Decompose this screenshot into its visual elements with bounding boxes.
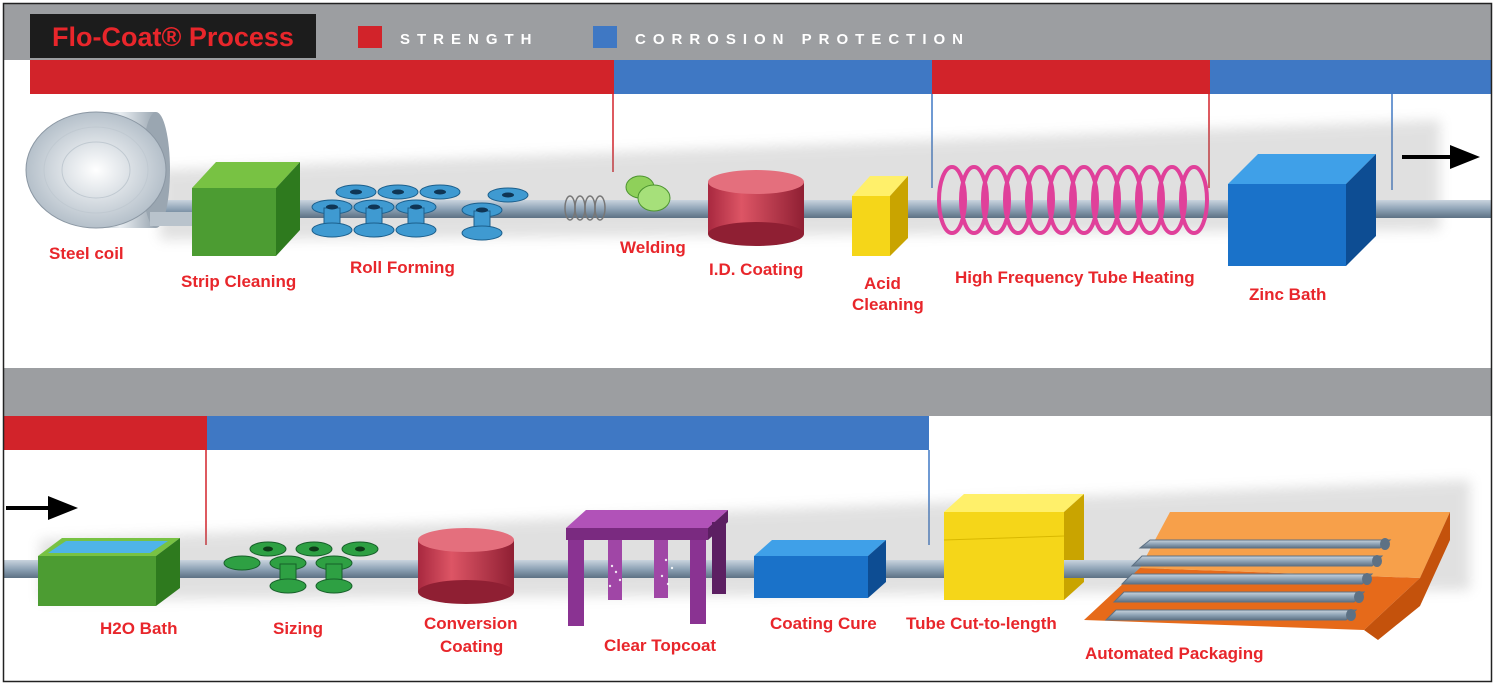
strength-phase-bar (30, 60, 614, 94)
right-arrow-icon (1402, 145, 1480, 169)
automated-packaging-tray-icon (1084, 512, 1450, 640)
stage-label-conversion-coating-line2: Coating (440, 637, 503, 656)
stage-label-tube-cut-to-length: Tube Cut-to-length (906, 614, 1057, 633)
section-band (4, 368, 1491, 416)
title-box (30, 14, 316, 58)
strength-legend-label: STRENGTH (400, 31, 539, 48)
corrosion-legend-swatch (593, 26, 617, 48)
stage-label-id-coating: I.D. Coating (709, 260, 803, 279)
corrosion-legend-label: CORROSION PROTECTION (635, 31, 970, 48)
acid-cleaning-box-icon (852, 176, 908, 256)
strength-phase-bar (4, 416, 207, 450)
stage-label-zinc-bath: Zinc Bath (1249, 285, 1326, 304)
clear-topcoat-spray-station-icon (566, 510, 728, 626)
stage-label-conversion-coating-line1: Conversion (424, 614, 518, 633)
stage-label-clear-topcoat: Clear Topcoat (604, 636, 716, 655)
strip-cleaning-box-icon (192, 162, 300, 256)
stage-label-acid-cleaning-line2: Cleaning (852, 295, 924, 314)
tube-pipe (886, 560, 946, 578)
process-title: Flo-Coat® Process (52, 22, 294, 52)
right-arrow-icon (6, 496, 78, 520)
stage-label-acid-cleaning-line1: Acid (864, 274, 901, 293)
strength-legend-swatch (358, 26, 382, 48)
id-coating-cylinder-icon (708, 170, 804, 246)
coating-cure-box-icon (754, 540, 886, 598)
tube-cut-to-length-box-icon (943, 494, 1084, 600)
stage-label-tube-heating: High Frequency Tube Heating (955, 268, 1195, 287)
forming-coil-spring-icon (564, 195, 606, 221)
conversion-coating-cylinder-icon (418, 528, 514, 604)
stage-label-welding: Welding (620, 238, 686, 257)
corrosion-phase-bar (1210, 60, 1491, 94)
stage-label-roll-forming: Roll Forming (350, 258, 455, 277)
zinc-bath-box-icon (1228, 154, 1376, 266)
stage-label-strip-cleaning: Strip Cleaning (181, 272, 296, 291)
heating-coil-icon (937, 165, 1209, 235)
steel-coil-icon (25, 111, 198, 229)
sizing-rollers-icon (223, 541, 379, 594)
corrosion-phase-bar (614, 60, 932, 94)
welding-rollers-icon (625, 175, 671, 212)
roll-forming-rollers-icon (311, 184, 529, 241)
tube-pipe (1064, 560, 1144, 578)
strength-phase-bar (932, 60, 1210, 94)
stage-label-coating-cure: Coating Cure (770, 614, 877, 633)
stage-label-h2o-bath: H2O Bath (100, 619, 177, 638)
corrosion-phase-bar (207, 416, 929, 450)
h2o-bath-box-icon (38, 538, 180, 606)
stage-label-automated-packaging: Automated Packaging (1085, 644, 1264, 663)
stage-label-sizing: Sizing (273, 619, 323, 638)
stage-label-steel-coil: Steel coil (49, 244, 124, 263)
